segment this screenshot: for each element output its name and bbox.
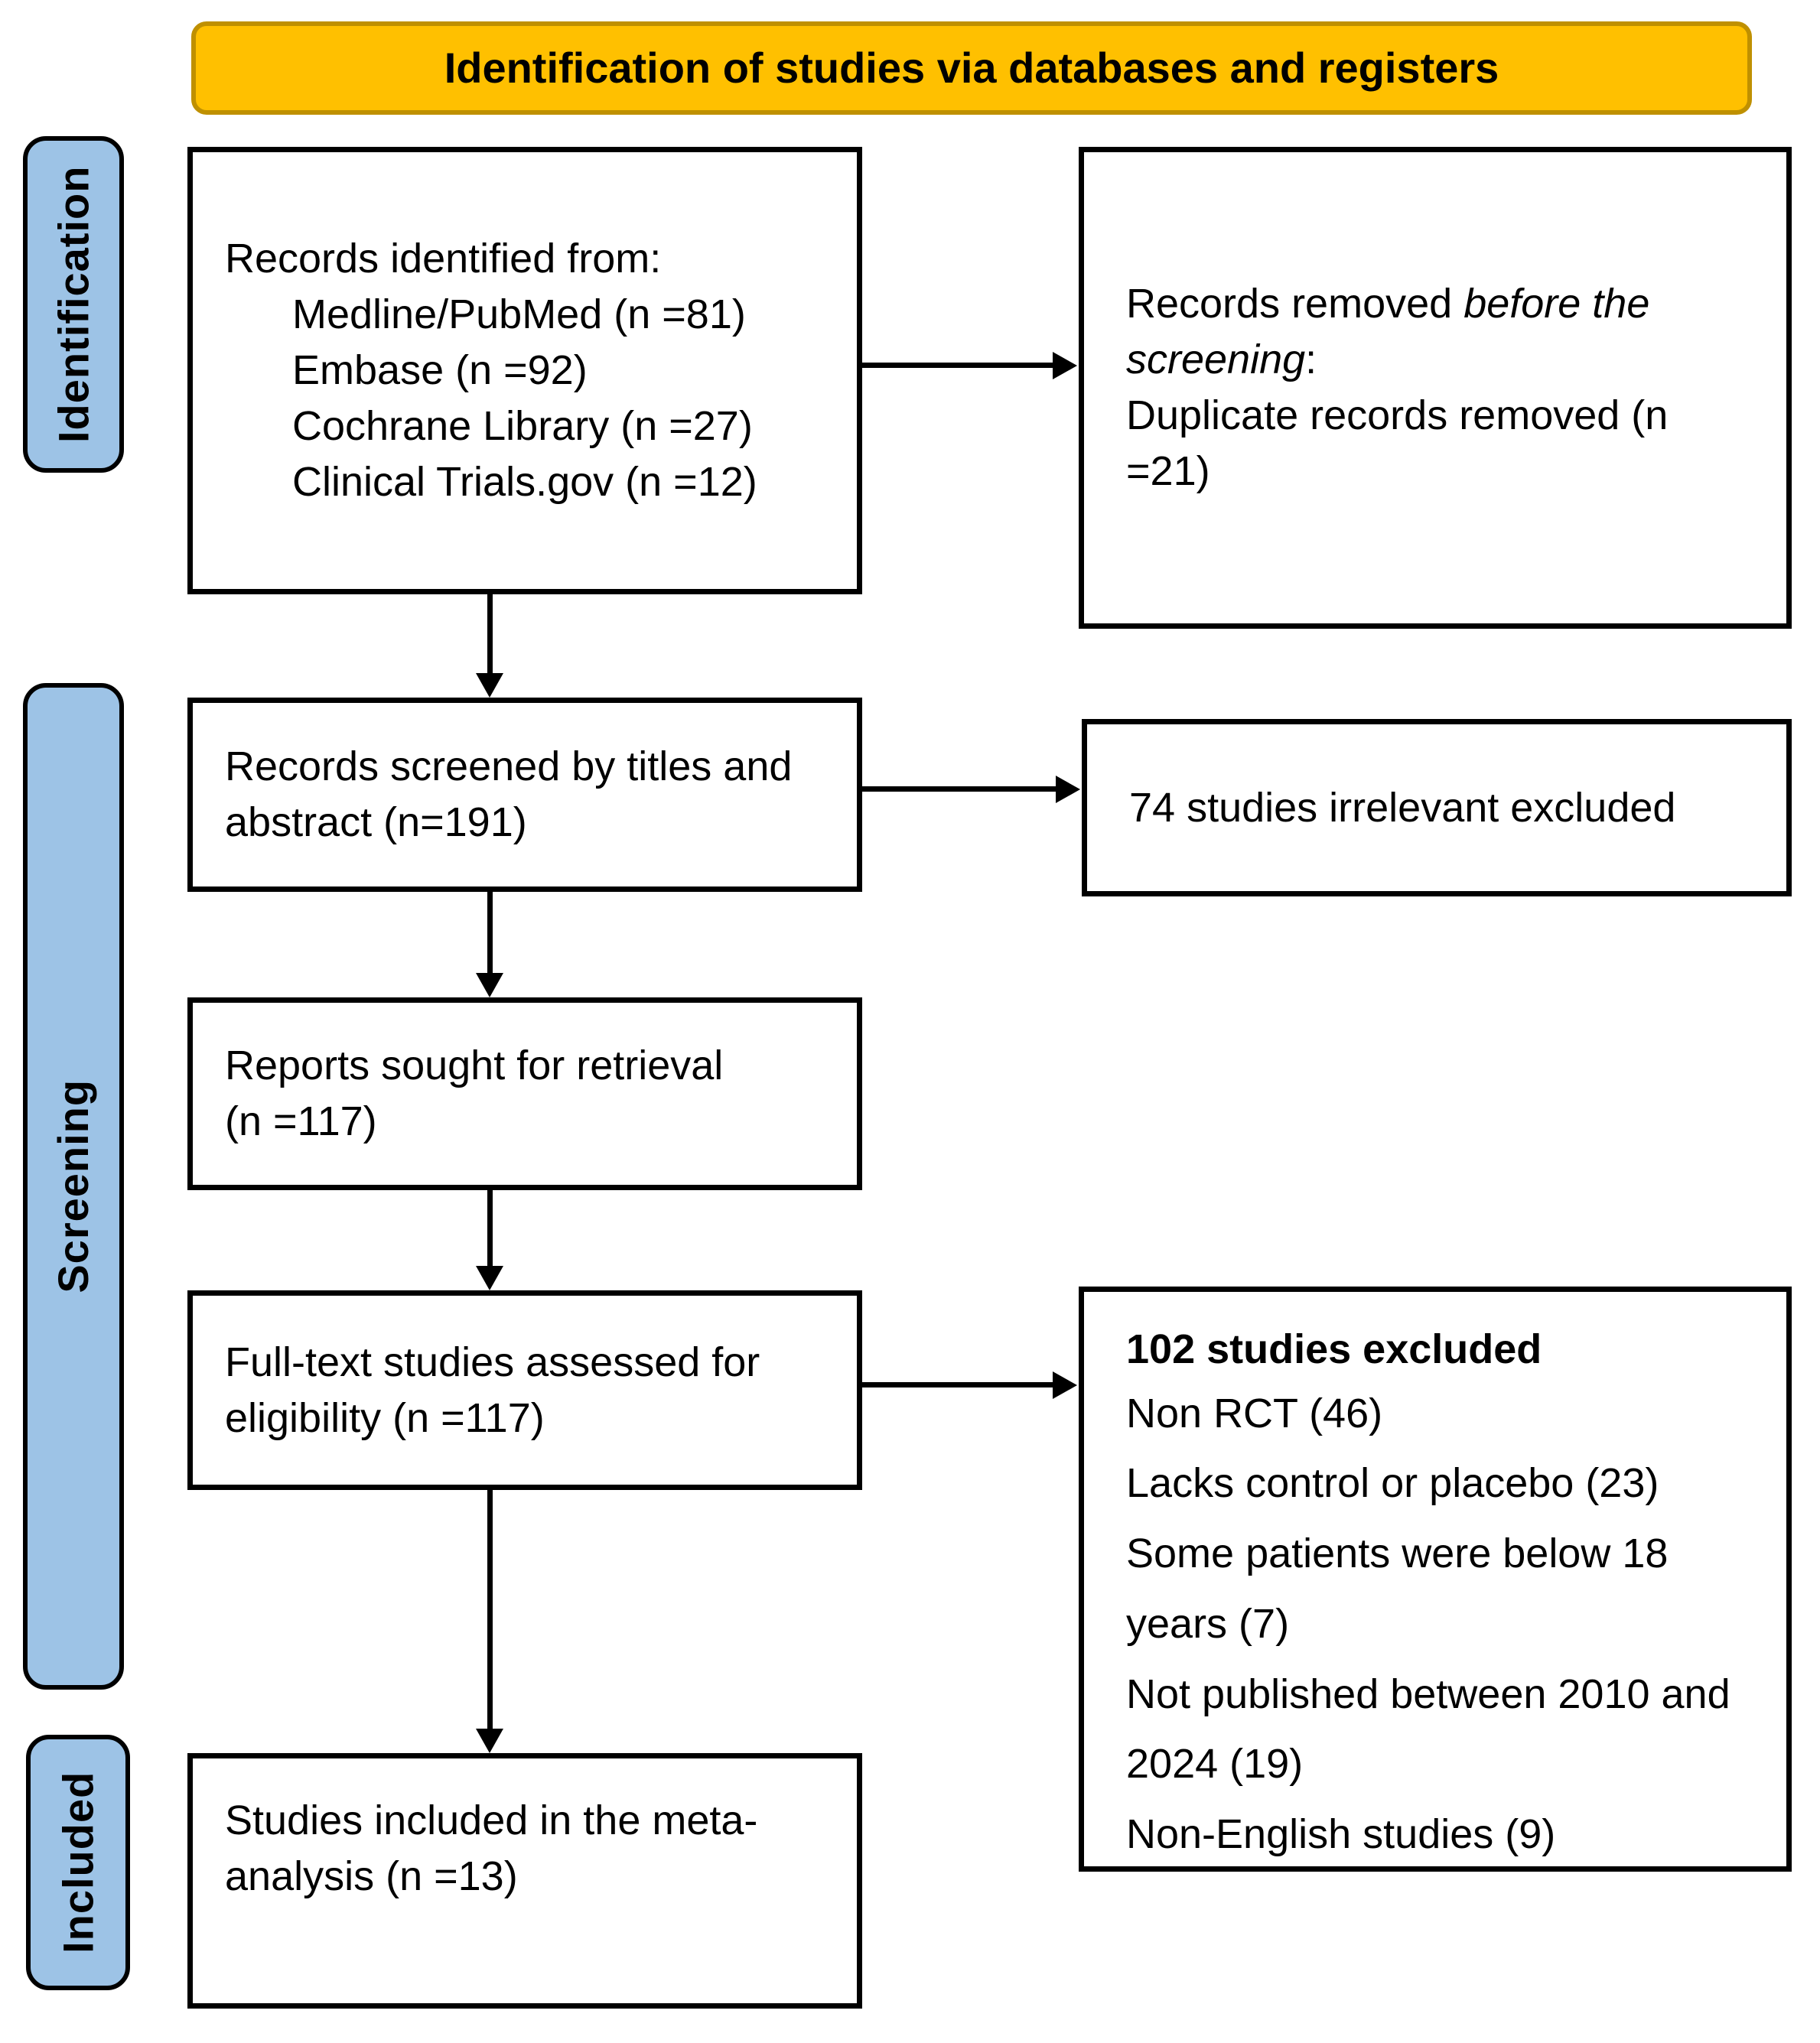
- arrow-sought-to-fulltext-head: [476, 1266, 503, 1290]
- stage-band-screening: Screening: [23, 683, 124, 1690]
- italic-before-the: before the: [1463, 281, 1650, 327]
- excluded-not-published-range: Not published between 2010 and 2024 (19): [1126, 1671, 1730, 1788]
- arrow-screened-to-sought-head: [476, 973, 503, 997]
- arrow-identified-to-removed-head: [1053, 352, 1077, 379]
- arrow-identified-to-removed-line: [862, 363, 1055, 368]
- stage-band-identification: Identification: [23, 136, 124, 473]
- stage-label-screening: Screening: [49, 1079, 98, 1293]
- excluded-lacks-control: Lacks control or placebo (23): [1126, 1460, 1659, 1507]
- excluded-below-18: Some patients were below 18 years (7): [1126, 1531, 1669, 1647]
- arrow-screened-to-sought-line: [487, 892, 493, 974]
- box-records-screened: Records screened by titles and abstract …: [187, 698, 862, 892]
- diagram-title: Identification of studies via databases …: [444, 44, 1499, 93]
- reports-sought-line1: Reports sought for retrieval: [225, 1043, 724, 1089]
- reports-sought-line2: (n =117): [225, 1098, 377, 1144]
- box-records-identified: Records identified from: Medline/PubMed …: [187, 147, 862, 594]
- studies-included-line2: analysis (n =13): [225, 1853, 518, 1899]
- arrow-sought-to-fulltext-line: [487, 1190, 493, 1267]
- fulltext-assessed-line2: eligibility (n =117): [225, 1394, 545, 1441]
- excluded-non-rct: Non RCT (46): [1126, 1390, 1383, 1436]
- source-embase: Embase (n =92): [292, 347, 588, 394]
- box-fulltext-assessed: Full-text studies assessed for eligibili…: [187, 1290, 862, 1490]
- fulltext-assessed-line1: Full-text studies assessed for: [225, 1339, 760, 1385]
- irrelevant-excluded-text: 74 studies irrelevant excluded: [1129, 784, 1676, 831]
- records-removed-line1: Records removed before the: [1126, 281, 1650, 327]
- italic-screening: screening: [1126, 337, 1306, 383]
- arrow-identified-to-screened-line: [487, 594, 493, 675]
- arrow-fulltext-to-excluded-head: [1053, 1371, 1077, 1399]
- stage-band-included: Included: [26, 1735, 130, 1990]
- studies-excluded-heading: 102 studies excluded: [1126, 1326, 1542, 1372]
- arrow-fulltext-to-included-line: [487, 1490, 493, 1730]
- source-medline: Medline/PubMed (n =81): [292, 291, 746, 338]
- arrow-identified-to-screened-head: [476, 673, 503, 698]
- studies-included-line1: Studies included in the meta-: [225, 1797, 758, 1843]
- title-banner: Identification of studies via databases …: [191, 21, 1752, 115]
- excluded-non-english: Non-English studies (9): [1126, 1811, 1556, 1858]
- box-studies-included: Studies included in the meta- analysis (…: [187, 1753, 862, 2009]
- source-cochrane: Cochrane Library (n =27): [292, 402, 753, 449]
- box-studies-excluded: 102 studies excluded Non RCT (46) Lacks …: [1079, 1287, 1792, 1872]
- stage-label-included: Included: [54, 1771, 103, 1954]
- records-identified-intro: Records identified from:: [225, 236, 662, 282]
- box-records-removed: Records removed before the screening: Du…: [1079, 147, 1792, 629]
- records-screened-line1: Records screened by titles and: [225, 743, 793, 790]
- arrow-screened-to-excluded-head: [1056, 776, 1080, 803]
- source-clinicaltrials: Clinical Trials.gov (n =12): [292, 458, 757, 505]
- records-removed-line2: screening:: [1126, 337, 1317, 383]
- arrow-fulltext-to-excluded-line: [862, 1382, 1055, 1387]
- box-reports-sought: Reports sought for retrieval (n =117): [187, 997, 862, 1190]
- records-screened-line2: abstract (n=191): [225, 799, 527, 845]
- arrow-fulltext-to-included-head: [476, 1729, 503, 1753]
- stage-label-identification: Identification: [49, 165, 98, 444]
- duplicate-records-removed: Duplicate records removed (n =21): [1126, 392, 1669, 494]
- box-irrelevant-excluded: 74 studies irrelevant excluded: [1082, 719, 1792, 896]
- records-identified-sources: Medline/PubMed (n =81) Embase (n =92) Co…: [292, 287, 830, 510]
- arrow-screened-to-excluded-line: [862, 786, 1058, 792]
